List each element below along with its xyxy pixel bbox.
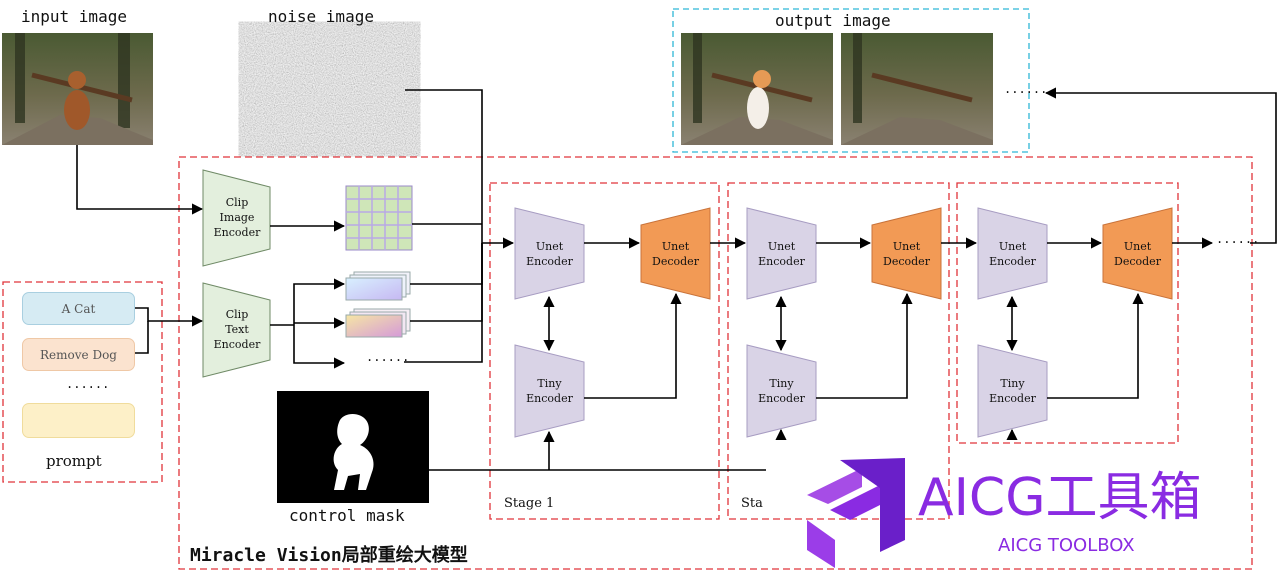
stage-2-label: Sta: [741, 496, 763, 511]
text-embedding-1: [345, 271, 411, 301]
stage-3-tiny-encoder: Tiny Encoder: [989, 377, 1036, 405]
output-image-2: [841, 33, 993, 145]
stage-2-unet-decoder: Unet Decoder: [883, 240, 930, 268]
stage-3-frame: [956, 182, 1179, 444]
clip-text-encoder: Clip Text Encoder: [213, 308, 261, 351]
text-embedding-2: [345, 308, 411, 338]
stage-1-frame: [489, 182, 720, 520]
watermark-subtitle: AICG TOOLBOX: [998, 535, 1135, 556]
stage-3-unet-decoder: Unet Decoder: [1114, 240, 1161, 268]
prompt-remove-dog[interactable]: Remove Dog: [22, 338, 135, 371]
aicg-logo: [807, 458, 905, 568]
stage-1-unet-encoder: Unet Encoder: [526, 240, 573, 268]
noise-image: [254, 33, 405, 145]
stage-3-blocks: [977, 207, 1173, 438]
model-frame: [178, 156, 1253, 570]
stage-2-frame: [727, 182, 950, 520]
control-mask-label: control mask: [289, 506, 405, 525]
output-image-1: [681, 33, 833, 145]
stage-2-blocks: [746, 207, 942, 438]
stage-2-unet-encoder: Unet Encoder: [758, 240, 805, 268]
stage-2-tiny-encoder: Tiny Encoder: [758, 377, 805, 405]
input-image: [2, 33, 153, 145]
stage-3-unet-encoder: Unet Encoder: [989, 240, 1036, 268]
image-embedding-grid: [345, 185, 413, 251]
watermark-title: AICG工具箱: [918, 468, 1202, 528]
connectors: [76, 87, 1277, 471]
output-image-label: output image: [775, 11, 891, 30]
prompt-frame: [2, 281, 163, 483]
stage-1-blocks: [514, 207, 711, 438]
clip-text-encoder-shape: [202, 282, 271, 378]
clip-image-encoder-shape: [202, 169, 271, 267]
noise-image-label: noise image: [268, 7, 374, 26]
stage-1-tiny-encoder: Tiny Encoder: [526, 377, 573, 405]
model-title: Miracle Vision局部重绘大模型: [190, 545, 468, 566]
stage-1-unet-decoder: Unet Decoder: [652, 240, 699, 268]
clip-image-encoder: Clip Image Encoder: [213, 196, 261, 239]
input-image-label: input image: [21, 7, 127, 26]
prompt-label: prompt: [46, 452, 102, 470]
control-mask-image: [277, 391, 429, 503]
output-ellipsis: ......: [1004, 82, 1048, 96]
stage-output-ellipsis: ......: [1216, 232, 1260, 246]
prompt-ellipsis: ......: [66, 377, 110, 391]
prompt-empty[interactable]: [22, 403, 135, 438]
prompt-a-cat[interactable]: A Cat: [22, 292, 135, 325]
stage-1-label: Stage 1: [504, 496, 555, 511]
text-embedding-ellipsis: ......: [366, 350, 410, 364]
